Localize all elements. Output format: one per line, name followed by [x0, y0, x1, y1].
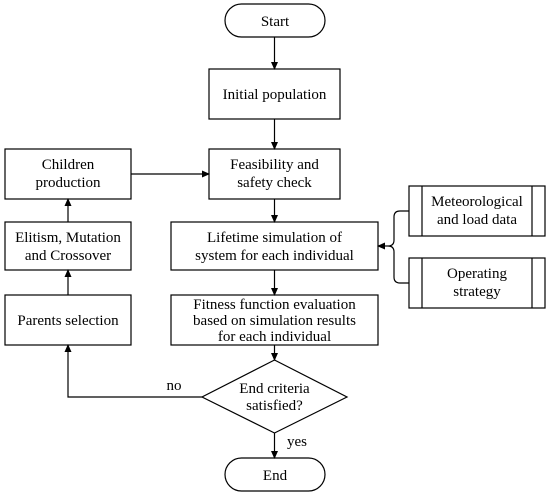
- operating-strategy-box: Operating strategy: [408, 257, 546, 309]
- children-production-box: Children production: [4, 148, 132, 200]
- feasibility-label-line2: safety check: [237, 175, 312, 191]
- meteorological-line1: Meteorological: [431, 194, 523, 210]
- start-label: Start: [261, 14, 290, 30]
- fitness-line3: for each individual: [218, 329, 331, 345]
- end-criteria-line1: End criteria: [239, 381, 310, 397]
- lifetime-simulation-box: Lifetime simulation of system for each i…: [170, 221, 379, 271]
- label-no: no: [167, 378, 182, 394]
- elitism-line1: Elitism, Mutation: [15, 230, 121, 246]
- fitness-line2: based on simulation results: [193, 313, 356, 329]
- arrow-criteria-no-to-parents: [64, 344, 202, 398]
- operating-strategy-line2: strategy: [453, 284, 501, 300]
- start-node: Start: [224, 3, 326, 38]
- lifetime-simulation-line2: system for each individual: [195, 248, 354, 264]
- label-yes: yes: [287, 434, 307, 450]
- end-node: End: [224, 457, 326, 492]
- feasibility-check-box: Feasibility and safety check: [208, 148, 341, 200]
- operating-strategy-line1: Operating: [447, 266, 507, 282]
- fitness-line1: Fitness function evaluation: [193, 297, 356, 313]
- children-line1: Children: [42, 157, 95, 173]
- parents-selection-box: Parents selection: [4, 294, 132, 346]
- end-criteria-decision: End criteria satisfied?: [200, 359, 349, 434]
- parents-selection-label: Parents selection: [17, 313, 119, 329]
- end-label: End: [263, 468, 288, 484]
- elitism-mutation-crossover-box: Elitism, Mutation and Crossover: [4, 221, 132, 271]
- fitness-evaluation-box: Fitness function evaluation based on sim…: [170, 294, 379, 346]
- meteorological-data-box: Meteorological and load data: [408, 185, 546, 237]
- lifetime-simulation-line1: Lifetime simulation of: [207, 230, 342, 246]
- end-criteria-line2: satisfied?: [246, 398, 303, 414]
- initial-population-box: Initial population: [208, 68, 341, 120]
- feasibility-label-line1: Feasibility and: [230, 157, 319, 173]
- meteorological-line2: and load data: [437, 212, 517, 228]
- elitism-line2: and Crossover: [25, 248, 111, 264]
- children-line2: production: [36, 175, 101, 191]
- initial-population-label: Initial population: [223, 87, 327, 103]
- input-bracket: [387, 210, 409, 284]
